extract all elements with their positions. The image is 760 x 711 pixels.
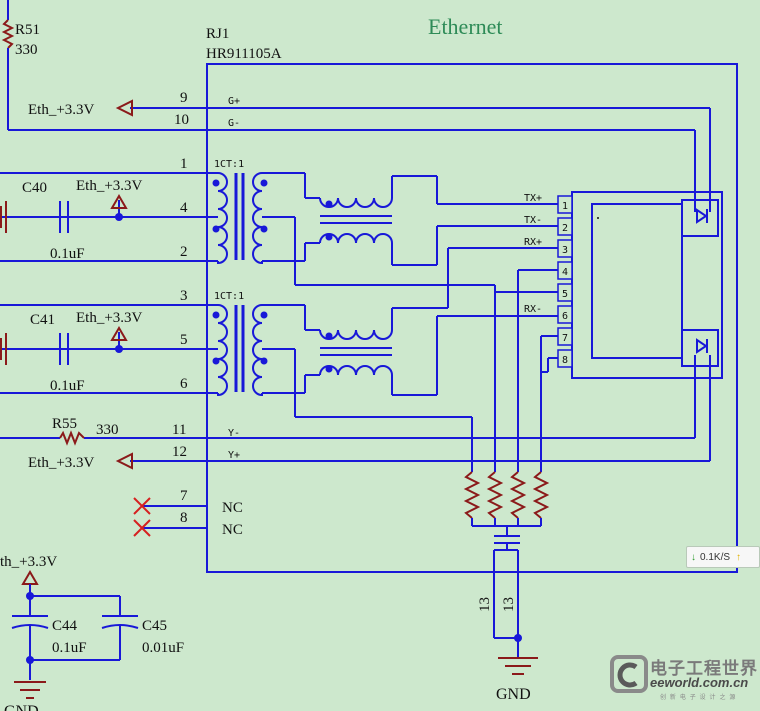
pin-number: 1: [180, 156, 188, 172]
watermark-cn: 电子工程世界: [650, 659, 758, 679]
jack-pin-number: 4: [562, 267, 568, 278]
power-label: Eth_+3.3V: [28, 102, 95, 118]
pin-signal: Y-: [228, 428, 240, 439]
jack-pin-number: 8: [562, 355, 568, 366]
nc-cross-icon: [133, 497, 151, 537]
r51-resistor: [1, 0, 695, 131]
termination-resistors: [463, 471, 550, 519]
connector-part: HR911105A: [206, 46, 282, 62]
c45-ref: C45: [142, 618, 167, 634]
jack-pin-number: 6: [562, 311, 568, 322]
pin-number: 6: [180, 376, 188, 392]
watermark-en: eeworld.com.cn: [650, 675, 749, 690]
pin-signal: G-: [228, 118, 240, 129]
jack-inner: [591, 203, 683, 359]
schematic-title: Ethernet: [428, 14, 503, 39]
pin9-wire: [130, 107, 711, 212]
watermark-small: 创 新 电 子 设 计 之 源: [660, 694, 737, 701]
tx1-wires: [0, 172, 558, 286]
ground-icon: [498, 657, 538, 675]
c41-capacitor: [0, 326, 128, 365]
pin-number: 10: [174, 112, 189, 128]
jack-pin-number: 2: [562, 223, 568, 234]
c44-value: 0.1uF: [52, 640, 87, 656]
r51-ref: R51: [15, 22, 40, 38]
c44-ref: C44: [52, 618, 78, 634]
c40-value: 0.1uF: [50, 246, 85, 262]
jack-pin-signal: TX+: [524, 193, 542, 204]
r55-value: 330: [96, 422, 119, 438]
ground-label: GND: [496, 686, 531, 703]
upload-arrow-icon: ↑: [736, 551, 742, 563]
jack-pin-signal: RX-: [524, 304, 542, 315]
power-arrow: [115, 452, 133, 470]
c44-c45-capacitors: [11, 570, 139, 699]
shield-pin: 13: [477, 597, 493, 612]
c40-ref: C40: [22, 180, 47, 196]
jack-pin-boxes: [557, 195, 573, 368]
power-label: Eth_+3.3V: [28, 455, 95, 471]
download-arrow-icon: ↓: [691, 551, 696, 563]
eeworld-watermark: 电子工程世界 eeworld.com.cn 创 新 电 子 设 计 之 源: [608, 651, 760, 711]
pin-number: 8: [180, 510, 188, 526]
shield-pin: 13: [501, 597, 517, 612]
jack-pin-number: 5: [562, 289, 568, 300]
pin-number: 9: [180, 90, 188, 106]
gnd-node: [514, 634, 522, 642]
ground-label: GND: [4, 703, 39, 711]
pin-signal: Y+: [228, 450, 240, 461]
jack-pin-signal: TX-: [524, 215, 542, 226]
led-upper: [681, 199, 719, 237]
tx2-wires: [0, 247, 558, 418]
jack-pin-number: 3: [562, 245, 568, 256]
node-dot: [26, 656, 34, 664]
r55-ref: R55: [52, 416, 77, 432]
pin-signal: G+: [228, 96, 240, 107]
nc-wires: [142, 505, 207, 529]
pin-signal: 1CT:1: [214, 159, 244, 170]
rj1-box: [206, 63, 738, 573]
c40-capacitor: [0, 194, 128, 233]
eeworld-logo-icon: [610, 655, 648, 693]
power-label: Eth_+3.3V: [76, 310, 143, 326]
led-lower: [681, 329, 719, 367]
pin-number: 3: [180, 288, 188, 304]
c41-value: 0.1uF: [50, 378, 85, 394]
pin-signal: NC: [222, 522, 243, 538]
jack-pin-signal: RX+: [524, 237, 542, 248]
pin11-12-wires: [0, 355, 711, 462]
jack-pin-number: 1: [562, 201, 568, 212]
pin-signal: NC: [222, 500, 243, 516]
node-dot: [26, 592, 34, 600]
pin-number: 11: [172, 422, 186, 438]
speed-text: 0.1K/S: [700, 551, 731, 563]
pin-number: 5: [180, 332, 188, 348]
termination-wires: [471, 269, 558, 472]
power-label: th_+3.3V: [0, 554, 57, 570]
jack-pin-number: 7: [562, 333, 568, 344]
c41-ref: C41: [30, 312, 55, 328]
pin-number: 2: [180, 244, 188, 260]
r55-resistor: [59, 430, 85, 446]
tx2-core: [234, 305, 245, 392]
pin-signal: 1CT:1: [214, 291, 244, 302]
power-arrow: [115, 99, 133, 117]
r51-value: 330: [15, 42, 38, 58]
c45-value: 0.01uF: [142, 640, 184, 656]
termination-bus: [471, 518, 542, 658]
pin-number: 4: [180, 200, 188, 216]
tx1-core: [234, 173, 245, 260]
pin-number: 12: [172, 444, 187, 460]
jack-dot: [597, 217, 599, 219]
pin-number: 7: [180, 488, 188, 504]
network-speed-widget[interactable]: ↓ 0.1K/S ↑: [686, 546, 760, 568]
power-label: Eth_+3.3V: [76, 178, 143, 194]
connector-ref: RJ1: [206, 26, 229, 42]
